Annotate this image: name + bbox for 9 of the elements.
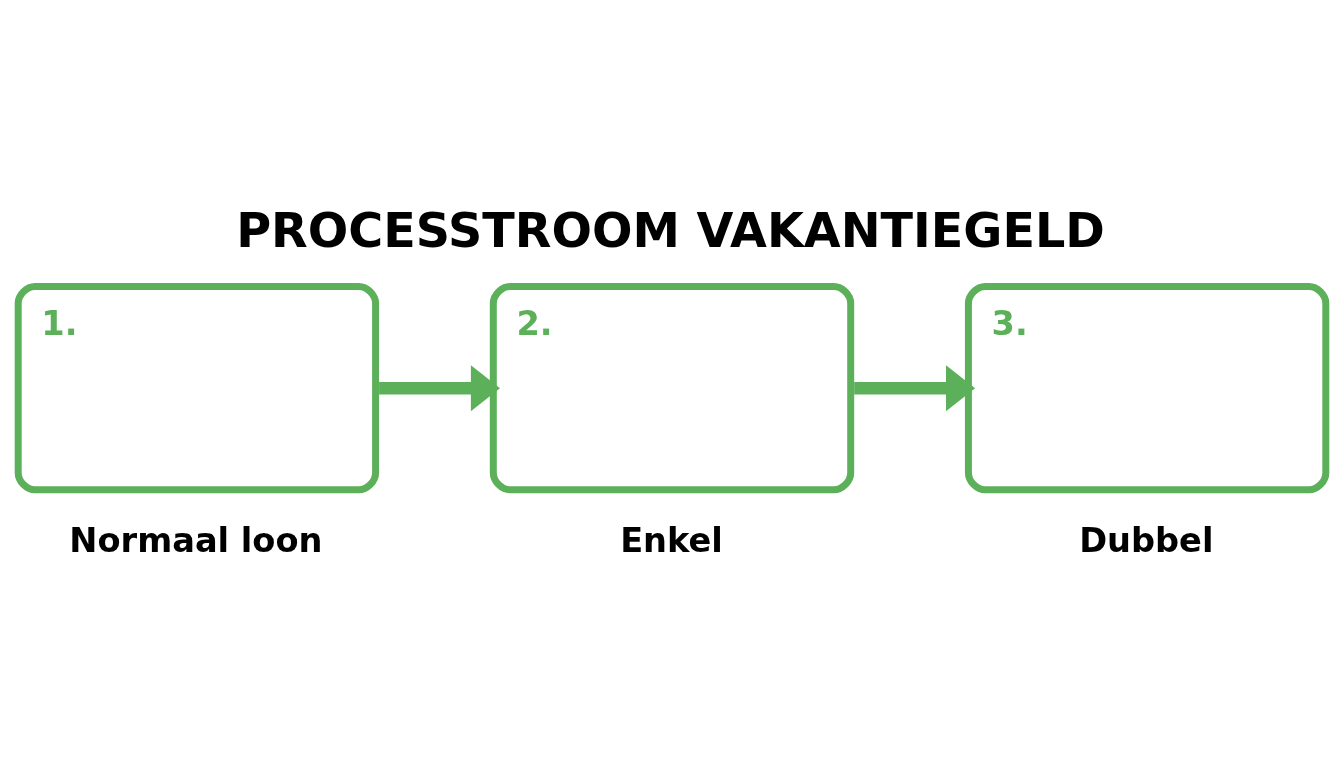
arrow <box>379 365 500 412</box>
node-label: Enkel <box>620 521 723 561</box>
diagram-title: PROCESSTROOM VAKANTIEGELD <box>236 202 1105 258</box>
node-box: 2. <box>489 283 855 494</box>
node-label: Normaal loon <box>69 521 323 561</box>
node-box: 1. <box>14 283 380 494</box>
node-box: 3. <box>964 283 1330 494</box>
node-label: Dubbel <box>1079 521 1214 561</box>
arrow <box>854 365 976 412</box>
